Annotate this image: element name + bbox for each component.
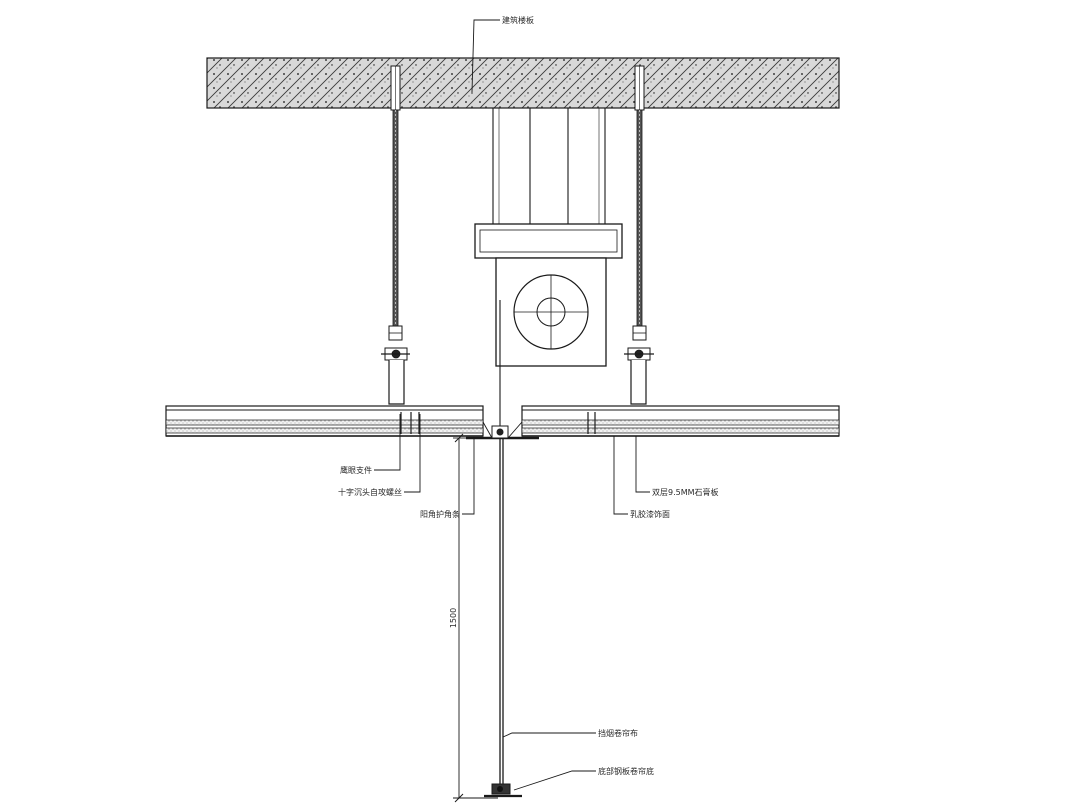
ceiling-board-left [165,405,484,437]
height-dimension: 1500 [449,433,498,803]
right-hanger-assembly [624,65,654,405]
height-dimension-label: 1500 [449,608,458,628]
leader-corner-guard: 阳角护角条 [420,438,475,519]
label-bottom-bar: 底部钢板卷帘底 [598,766,654,776]
left-hanger-assembly [381,65,410,405]
label-screw-hanger: 鹰眼支件 [340,465,372,475]
label-corner-guard: 阳角护角条 [420,509,460,519]
curtain-fabric [499,438,504,784]
label-cross-screw: 十字沉头自攻螺丝 [338,487,402,497]
curtain-slot [466,421,539,440]
label-curtain: 挡烟卷帘布 [598,728,638,738]
leader-gypsum-board: 双层9.5MM石膏板 [635,436,719,497]
label-gypsum-board: 双层9.5MM石膏板 [652,487,719,497]
leader-curtain: 挡烟卷帘布 [502,728,638,738]
concrete-slab [206,57,840,109]
roller-drum [499,274,589,436]
label-latex-paint: 乳胶漆饰面 [630,509,670,519]
label-slab: 建筑楼板 [502,15,534,25]
leader-slab: 建筑楼板 [471,15,534,93]
leader-latex-paint: 乳胶漆饰面 [613,436,670,519]
ceiling-board-right [521,405,840,437]
leader-bottom-bar: 底部钢板卷帘底 [513,766,654,791]
leader-screw-hanger: 鹰眼支件 [340,414,401,475]
curtain-bottom-bar [484,783,522,798]
leader-cross-screw: 十字沉头自攻螺丝 [338,414,421,497]
